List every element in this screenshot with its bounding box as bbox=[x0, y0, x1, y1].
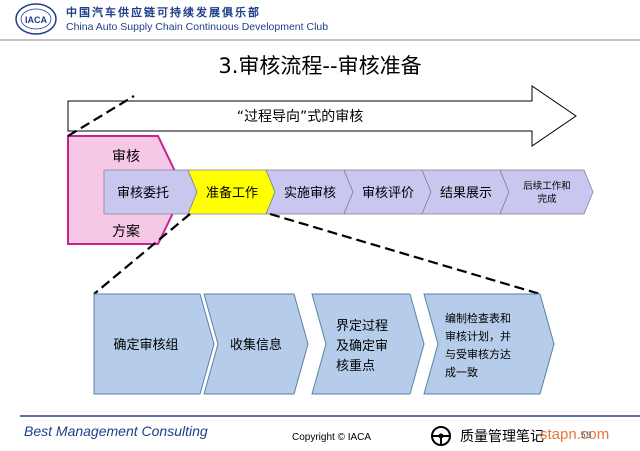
steering-wheel-icon bbox=[431, 426, 451, 446]
plan-bottom-label: 方案 bbox=[112, 223, 140, 240]
slide-header: IACA 中国汽车供应链可持续发展俱乐部 China Auto Supply C… bbox=[0, 0, 640, 40]
detail-define-process bbox=[311, 293, 425, 395]
zoom-line-left bbox=[93, 213, 191, 295]
banner-text: “过程导向”式的审核 bbox=[237, 109, 364, 125]
step-audit-entrust-label: 审核委托 bbox=[117, 186, 169, 201]
footer-brand: Best Management Consulting bbox=[24, 423, 208, 439]
zoom-line-right bbox=[269, 212, 541, 296]
footer-copyright: Copyright © IACA bbox=[292, 432, 372, 443]
watermark-url: stapn.com bbox=[540, 426, 610, 443]
page-number: 58 bbox=[580, 431, 592, 441]
detail-prepare-checklist-line4: 成一致 bbox=[445, 365, 478, 379]
zoom-line-top bbox=[67, 95, 135, 137]
step-preparation-label: 准备工作 bbox=[206, 185, 258, 201]
detail-define-process-line3: 核重点 bbox=[336, 358, 375, 374]
detail-prepare-checklist-line1: 编制检查表和 bbox=[445, 311, 511, 325]
step-follow-up bbox=[499, 169, 594, 215]
detail-define-process-line2: 及确定审 bbox=[336, 339, 388, 354]
logo-text: IACA bbox=[25, 15, 47, 25]
step-result-presentation-label: 结果展示 bbox=[440, 186, 492, 201]
step-audit-evaluation-label: 审核评价 bbox=[362, 186, 414, 201]
slide-title: 3.审核流程--审核准备 bbox=[218, 54, 422, 78]
org-name-en: China Auto Supply Chain Continuous Devel… bbox=[66, 21, 329, 33]
step-follow-up-label-line2: 完成 bbox=[537, 193, 557, 205]
detail-prepare-checklist bbox=[423, 293, 555, 395]
process-oriented-banner-arrow bbox=[67, 85, 577, 147]
detail-define-process-line1: 界定过程 bbox=[336, 319, 388, 334]
detail-collect-information-label: 收集信息 bbox=[230, 337, 282, 353]
watermark-text: 质量管理笔记 bbox=[460, 429, 544, 445]
step-conduct-audit-label: 实施审核 bbox=[284, 186, 336, 201]
detail-determine-audit-team-label: 确定审核组 bbox=[113, 338, 178, 353]
step-follow-up-label-line1: 后续工作和 bbox=[523, 180, 571, 192]
detail-prepare-checklist-line2: 审核计划，并 bbox=[445, 329, 511, 343]
plan-top-label: 审核 bbox=[112, 149, 140, 165]
detail-collect-information bbox=[203, 293, 309, 395]
detail-prepare-checklist-line3: 与受审核方达 bbox=[445, 347, 511, 361]
detail-determine-audit-team bbox=[93, 293, 215, 395]
org-name-cn: 中国汽车供应链可持续发展俱乐部 bbox=[66, 6, 261, 19]
iaca-logo-icon: IACA bbox=[15, 3, 57, 35]
